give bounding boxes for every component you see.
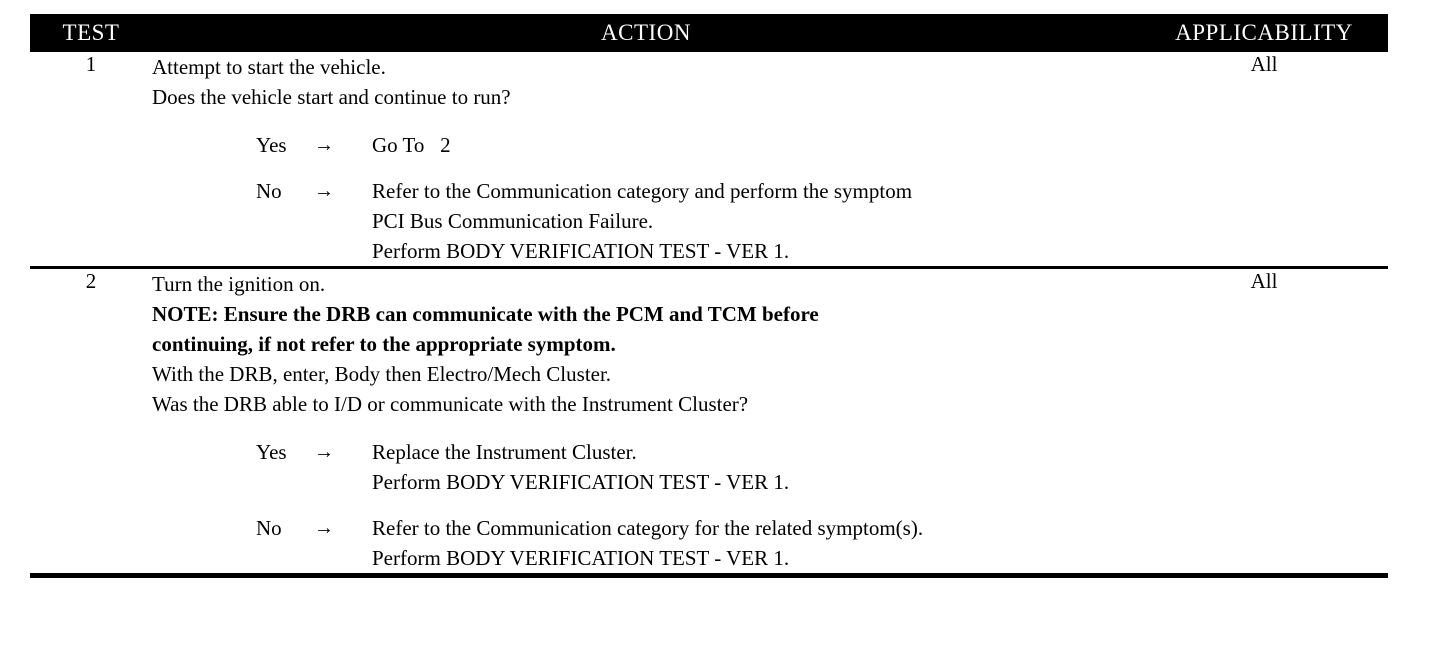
- branch-line: PCI Bus Communication Failure.: [372, 209, 654, 233]
- branch-label: Yes: [256, 133, 287, 157]
- arrow-right-icon: →: [314, 517, 334, 539]
- action-cell: Turn the ignition on. NOTE: Ensure the D…: [152, 266, 1140, 578]
- branch-line: Perform BODY VERIFICATION TEST - VER 1.: [372, 239, 790, 263]
- applicability-cell: All: [1140, 52, 1388, 268]
- branch-line: Refer to the Communication category for …: [372, 516, 924, 540]
- applicability-cell: All: [1140, 266, 1388, 578]
- spacer: [152, 419, 1140, 437]
- branch-body: Refer to the Communication category and …: [372, 176, 1140, 266]
- test-number-cell: 1: [30, 52, 152, 268]
- branch-yes: Yes → Go To 2: [152, 130, 1140, 160]
- action-note: NOTE: Ensure the DRB can communicate wit…: [152, 302, 819, 326]
- branch-no: No → Refer to the Communication category…: [152, 513, 1140, 573]
- action-statement: Turn the ignition on.: [152, 272, 326, 296]
- column-header-applicability: APPLICABILITY: [1140, 14, 1388, 52]
- spacer: [152, 497, 1140, 513]
- action-statement: With the DRB, enter, Body then Electro/M…: [152, 362, 612, 386]
- spacer: [152, 112, 1140, 130]
- action-cell: Attempt to start the vehicle. Does the v…: [152, 52, 1140, 268]
- diagnostic-test-table: TEST ACTION APPLICABILITY 1 Attempt to s…: [30, 14, 1388, 578]
- column-header-test: TEST: [30, 14, 152, 52]
- action-statement: Was the DRB able to I/D or communicate w…: [152, 392, 749, 416]
- arrow-right-icon: →: [314, 441, 334, 463]
- table-header-row: TEST ACTION APPLICABILITY: [30, 14, 1388, 52]
- branch-line: Go To 2: [372, 133, 451, 157]
- branch-body: Replace the Instrument Cluster. Perform …: [372, 437, 1140, 497]
- action-statement: Attempt to start the vehicle.: [152, 55, 386, 79]
- table-row: 1 Attempt to start the vehicle. Does the…: [30, 52, 1388, 268]
- spacer: [152, 160, 1140, 176]
- branch-line: Replace the Instrument Cluster.: [372, 440, 637, 464]
- branch-line: Refer to the Communication category and …: [372, 179, 913, 203]
- branch-line: Perform BODY VERIFICATION TEST - VER 1.: [372, 546, 790, 570]
- test-number-cell: 2: [30, 266, 152, 578]
- action-note: continuing, if not refer to the appropri…: [152, 332, 616, 356]
- branch-label: Yes: [256, 440, 287, 464]
- branch-line: Perform BODY VERIFICATION TEST - VER 1.: [372, 470, 790, 494]
- branch-label: No: [256, 516, 282, 540]
- arrow-right-icon: →: [314, 134, 334, 156]
- branch-yes: Yes → Replace the Instrument Cluster. Pe…: [152, 437, 1140, 497]
- branch-label: No: [256, 179, 282, 203]
- arrow-right-icon: →: [314, 180, 334, 202]
- branch-no: No → Refer to the Communication category…: [152, 176, 1140, 266]
- column-header-action: ACTION: [152, 14, 1140, 52]
- branch-body: Refer to the Communication category for …: [372, 513, 1140, 573]
- branch-body: Go To 2: [372, 130, 1140, 160]
- action-statement: Does the vehicle start and continue to r…: [152, 85, 511, 109]
- table-row: 2 Turn the ignition on. NOTE: Ensure the…: [30, 266, 1388, 578]
